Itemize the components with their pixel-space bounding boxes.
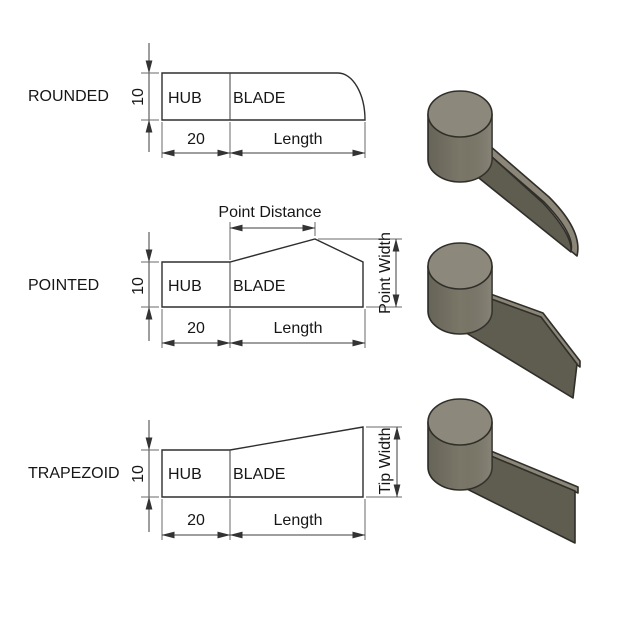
hub-width-dim-text: 20 [187, 131, 205, 148]
hub-width-dim-text: 20 [187, 320, 205, 337]
rounded-section: ROUNDED HUB BLADE 10 20 Length [28, 43, 366, 158]
rounded-profile-outline [161, 72, 366, 121]
section-label-pointed: POINTED [28, 277, 99, 294]
tip-width-dim-text: Tip Width [377, 428, 394, 495]
trapezoid-profile-outline [161, 426, 364, 498]
point-width-dim-text: Point Width [377, 232, 394, 314]
trapezoid-section: TRAPEZOID HUB BLADE 10 Tip Width 20 Leng… [28, 420, 402, 540]
length-dim-text: Length [274, 320, 323, 337]
trapezoid-3d-render [427, 398, 579, 544]
rounded-3d-render [427, 90, 579, 257]
pointed-3d-render [427, 242, 581, 399]
hub-label: HUB [168, 466, 202, 483]
hub-cylinder-top [427, 242, 493, 290]
blade-label: BLADE [233, 90, 285, 107]
hub-label: HUB [168, 278, 202, 295]
length-dim-text: Length [274, 131, 323, 148]
pointed-profile-outline [161, 238, 364, 308]
blade-label: BLADE [233, 466, 285, 483]
hub-cylinder-top [427, 90, 493, 138]
hub-cylinder-top [427, 398, 493, 446]
length-dim-text: Length [274, 512, 323, 529]
pointed-section: POINTED HUB BLADE Point Distance 10 Poin… [28, 204, 402, 348]
hub-width-dim-text: 20 [187, 512, 205, 529]
section-label-rounded: ROUNDED [28, 88, 109, 105]
height-dim-text: 10 [130, 88, 147, 106]
hub-label: HUB [168, 90, 202, 107]
point-distance-dim-text: Point Distance [218, 204, 321, 221]
height-dim-text: 10 [130, 465, 147, 483]
height-dim-text: 10 [130, 277, 147, 295]
blade-label: BLADE [233, 278, 285, 295]
section-label-trapezoid: TRAPEZOID [28, 465, 120, 482]
